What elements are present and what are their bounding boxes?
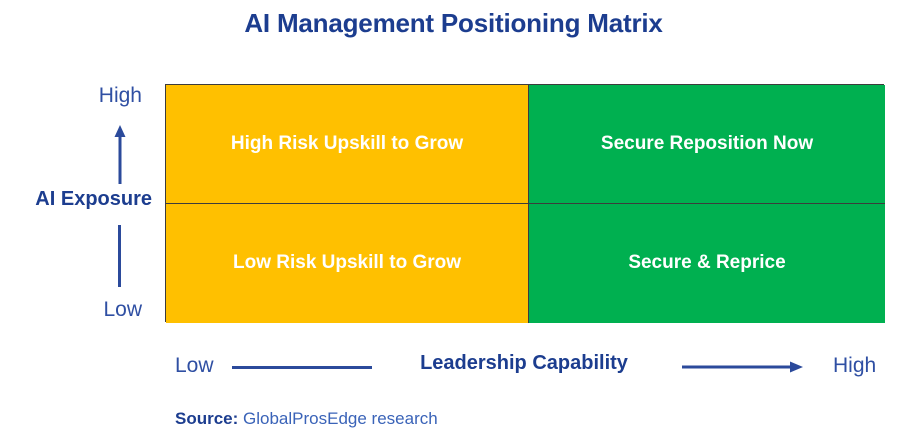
x-axis-right-arrow-icon [682, 361, 803, 373]
y-axis: High AI Exposure Low [0, 84, 160, 322]
quadrant-bottom-left-label: Low Risk Upskill to Grow [232, 252, 462, 274]
y-axis-high-tick-label: High [98, 84, 142, 107]
x-axis-high-tick-label: High [833, 354, 877, 377]
quadrant-bottom-right-label: Secure & Reprice [628, 252, 786, 274]
y-axis-up-arrow-icon [114, 125, 126, 184]
source-label: Source: [175, 409, 239, 428]
x-axis-left-line [232, 366, 372, 369]
source-value: GlobalProsEdge research [238, 409, 438, 428]
positioning-matrix: High Risk Upskill to Grow Secure Reposit… [165, 84, 885, 323]
source-note: Source: GlobalProsEdge research [175, 409, 438, 429]
x-axis: Low Leadership Capability High [0, 352, 907, 384]
quadrant-bottom-left: Low Risk Upskill to Grow [166, 204, 529, 323]
x-axis-title: Leadership Capability [420, 352, 628, 374]
quadrant-top-left: High Risk Upskill to Grow [166, 85, 529, 204]
quadrant-bottom-right: Secure & Reprice [529, 204, 885, 323]
page-title: AI Management Positioning Matrix [244, 8, 663, 38]
x-axis-low-tick-label: Low [175, 354, 214, 377]
y-axis-title: AI Exposure [35, 188, 152, 210]
quadrant-top-right: Secure Reposition Now [529, 85, 885, 204]
y-axis-lower-line [118, 225, 121, 287]
y-axis-low-tick-label: Low [103, 298, 142, 321]
quadrant-top-right-label: Secure Reposition Now [600, 132, 814, 154]
quadrant-top-left-label: High Risk Upskill to Grow [230, 132, 464, 154]
